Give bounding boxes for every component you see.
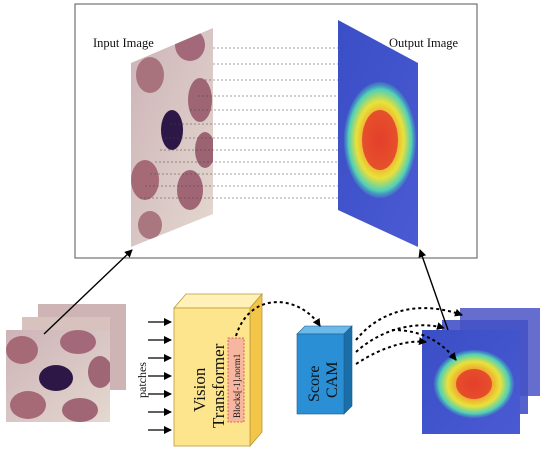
vit-norm-box xyxy=(227,337,245,423)
up-arrows xyxy=(43,249,449,335)
vit-block: Vision Transformer Blocks[-1].norm1 xyxy=(173,292,263,448)
vit-title-line2: Transformer xyxy=(209,343,228,428)
input-image-stack xyxy=(6,304,126,422)
patch-arrows xyxy=(148,318,172,434)
vit-title-line1: Vision xyxy=(190,367,209,412)
input-image-label: Input Image xyxy=(93,36,154,50)
output-heat-core xyxy=(362,110,398,170)
patches-label: patches xyxy=(135,362,149,398)
output-heatmap-stack xyxy=(422,308,540,434)
input-nucleus xyxy=(161,110,183,150)
score-cam-line2: CAM xyxy=(324,362,341,398)
bottom-nucleus xyxy=(39,365,73,391)
projection-lines xyxy=(140,47,395,199)
bottom-heat-core xyxy=(456,369,492,399)
dotted-flow-arrows xyxy=(235,301,463,365)
output-image-label: Output Image xyxy=(389,36,459,50)
score-cam-line1: Score xyxy=(306,366,323,402)
vit-norm-label: Blocks[-1].norm1 xyxy=(232,354,242,418)
input-image-plane xyxy=(131,28,213,247)
output-image-plane xyxy=(338,20,418,247)
score-cam-block: Score CAM xyxy=(296,325,353,415)
